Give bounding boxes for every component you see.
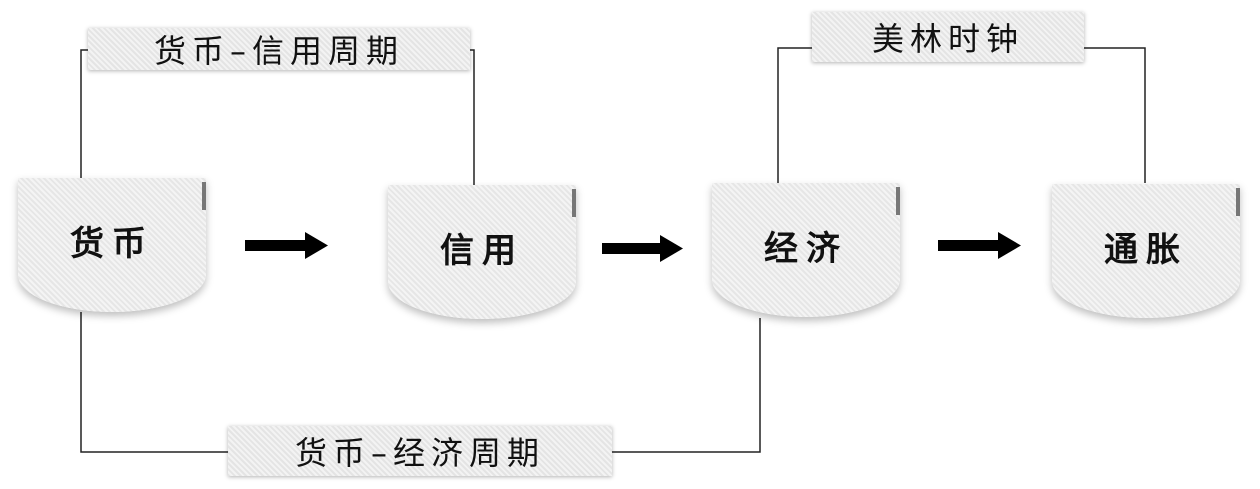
- node-credit: 信用: [388, 185, 576, 319]
- label-text: 货币–经济周期: [294, 434, 545, 472]
- node-inflation: 通胀: [1052, 184, 1240, 318]
- arrow-credit-to-economy: [602, 235, 683, 262]
- merrill-clock-connector: [777, 47, 1146, 183]
- arrow-money-to-credit: [245, 232, 328, 259]
- node-label: 通胀: [1104, 229, 1188, 270]
- label-text: 货币–信用周期: [153, 32, 404, 70]
- node-label: 经济: [764, 228, 848, 269]
- money-economy-cycle-label: 货币–经济周期: [228, 426, 612, 476]
- node-label: 货币: [70, 223, 154, 264]
- node-label: 信用: [440, 230, 524, 271]
- merrill-clock-label: 美林时钟: [812, 12, 1084, 62]
- node-economy: 经济: [712, 183, 900, 317]
- node-money: 货币: [18, 178, 206, 312]
- money-credit-cycle-label: 货币–信用周期: [88, 28, 470, 70]
- arrow-economy-to-inflation: [938, 232, 1021, 259]
- label-text: 美林时钟: [871, 20, 1024, 58]
